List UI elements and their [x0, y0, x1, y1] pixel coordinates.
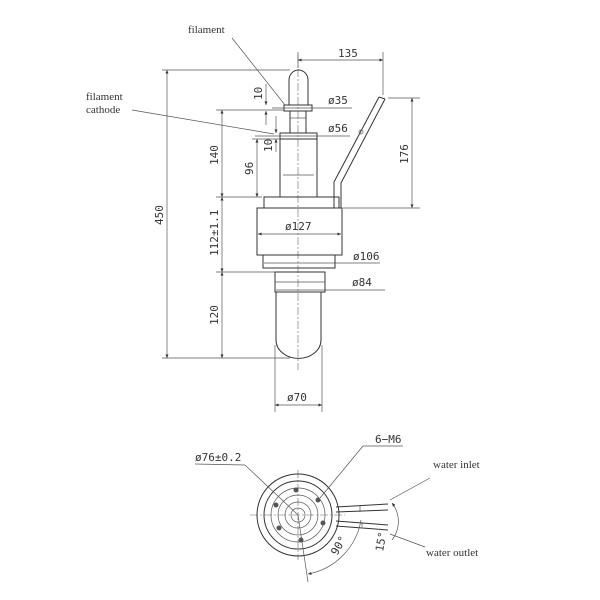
dim-450: 450	[153, 205, 166, 225]
dim-140: 140	[208, 145, 221, 165]
side-view: 135 176 450 140 96 10 10 112±1.1 120	[86, 24, 420, 412]
label-filament-cathode-line1: filament	[86, 91, 123, 103]
label-filament: filament	[188, 24, 225, 36]
dim-d56: ø56	[328, 122, 348, 135]
dim-d35: ø35	[328, 94, 348, 107]
label-water-outlet: water outlet	[426, 547, 478, 559]
dim-d84: ø84	[352, 276, 372, 289]
dim-112: 112±1.1	[208, 210, 221, 256]
angle-90: 90°	[328, 534, 349, 558]
dim-d106: ø106	[353, 250, 380, 263]
dim-d70: ø70	[287, 391, 307, 404]
dim-10-top: 10	[252, 87, 265, 100]
label-filament-cathode-line2: cathode	[86, 104, 120, 116]
mounting-holes	[273, 487, 326, 543]
dim-96: 96	[243, 162, 256, 175]
dim-d76: ø76±0.2	[195, 451, 241, 464]
dim-120: 120	[208, 305, 221, 325]
dim-135: 135	[338, 47, 358, 60]
label-water-inlet: water inlet	[433, 459, 480, 471]
dim-6-m6: 6−M6	[375, 433, 402, 446]
dim-d127: ø127	[285, 220, 312, 233]
bottom-view: ø76±0.2 6−M6 water inlet water outlet 90…	[194, 433, 480, 583]
dim-10-bottom: 10	[262, 139, 275, 152]
angle-15: 15°	[373, 531, 389, 553]
dim-176: 176	[398, 144, 411, 164]
